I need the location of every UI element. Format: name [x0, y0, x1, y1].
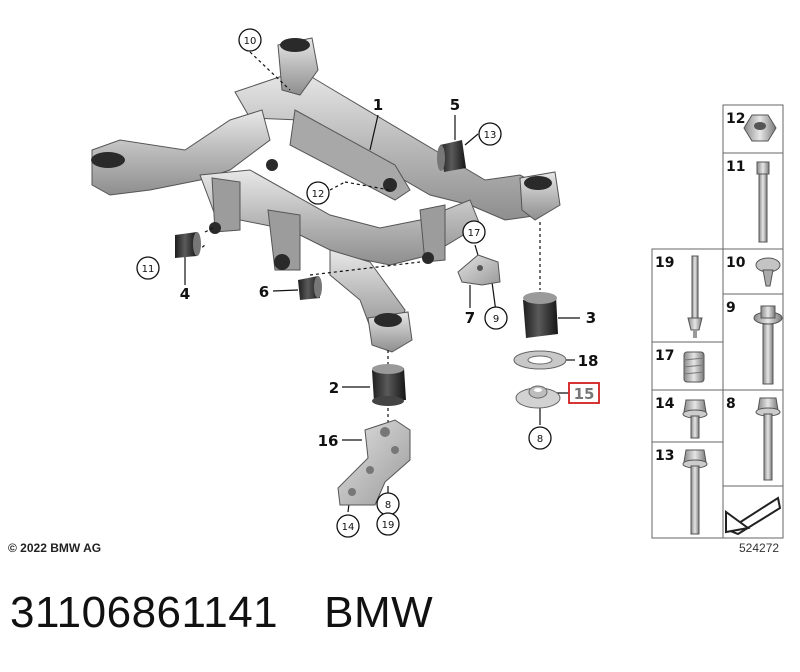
callout-4[interactable]: 4 — [180, 285, 190, 303]
callout-18[interactable]: 18 — [578, 352, 599, 370]
callout-13-label: 13 — [484, 130, 497, 141]
leader-lines — [184, 51, 580, 513]
bushing-5 — [437, 140, 466, 172]
stud-19-icon — [687, 255, 703, 338]
panel-label-9: 9 — [726, 300, 736, 316]
callout-9-label: 9 — [493, 314, 499, 325]
panel-label-8: 8 — [726, 396, 736, 412]
parts-diagram: 10 13 12 11 17 9 8 8 19 14 1 5 4 6 7 3 1… — [91, 28, 784, 539]
bolt-9-icon — [753, 305, 783, 385]
callout-19-label: 19 — [382, 520, 395, 531]
callout-15-label: 15 — [574, 385, 595, 403]
part-title: 31106861141 BMW — [10, 588, 479, 638]
callout-8-right[interactable]: 8 — [528, 426, 552, 450]
part-number: 31106861141 — [10, 588, 279, 637]
callout-8-lower[interactable]: 8 — [376, 492, 400, 516]
callout-10[interactable]: 10 — [238, 28, 262, 52]
callout-10-label: 10 — [244, 36, 257, 47]
callouts: 10 13 12 11 17 9 8 8 19 14 1 5 4 6 7 3 1… — [136, 28, 600, 538]
rubber-mount-2 — [372, 364, 406, 406]
bolt-8-icon — [755, 397, 781, 481]
bolt-14-icon — [682, 399, 708, 439]
callout-14[interactable]: 14 — [336, 514, 360, 538]
fastener-panel — [651, 104, 784, 539]
callout-11-label: 11 — [142, 264, 155, 275]
panel-label-17: 17 — [655, 348, 674, 364]
diagram-number: 524272 — [739, 541, 780, 555]
nut-12-icon — [743, 114, 777, 142]
callout-19[interactable]: 19 — [376, 512, 400, 536]
panel-label-10: 10 — [726, 255, 746, 271]
callout-8-right-label: 8 — [537, 434, 543, 445]
callout-17[interactable]: 17 — [462, 220, 486, 244]
callout-12[interactable]: 12 — [306, 181, 330, 205]
panel-label-13: 13 — [655, 448, 674, 464]
clip-10-icon — [755, 257, 781, 287]
callout-3[interactable]: 3 — [586, 309, 596, 327]
panel-label-12: 12 — [726, 111, 745, 127]
callout-7[interactable]: 7 — [465, 309, 475, 327]
copyright-notice: © 2022 BMW AG — [8, 541, 102, 555]
rubber-mount-3 — [523, 292, 558, 338]
callout-14-label: 14 — [342, 522, 355, 533]
callout-1[interactable]: 1 — [373, 96, 383, 114]
bracket-7 — [457, 254, 501, 286]
bolt-11-icon — [756, 161, 770, 243]
callout-16[interactable]: 16 — [318, 432, 339, 450]
sleeve-17-icon — [683, 351, 705, 383]
callout-8-lower-label: 8 — [385, 500, 391, 511]
rear-axle-subframe — [91, 37, 561, 353]
brand-name: BMW — [324, 588, 434, 637]
callout-2[interactable]: 2 — [329, 379, 339, 397]
washer-18 — [513, 350, 567, 370]
callout-17-label: 17 — [468, 228, 481, 239]
panel-label-19: 19 — [655, 255, 674, 271]
bushing-4 — [175, 232, 201, 258]
callout-15-highlighted[interactable]: 15 — [568, 382, 600, 404]
arrow-icon — [725, 496, 782, 536]
strut-16 — [337, 419, 411, 506]
panel-label-11: 11 — [726, 159, 745, 175]
callout-6[interactable]: 6 — [259, 283, 269, 301]
callout-9[interactable]: 9 — [484, 306, 508, 330]
callout-11[interactable]: 11 — [136, 256, 160, 280]
callout-5[interactable]: 5 — [450, 96, 460, 114]
bushing-6 — [298, 276, 322, 300]
plate-15 — [515, 385, 561, 409]
panel-label-14: 14 — [655, 396, 675, 412]
fastener-panel-labels: 12 11 19 10 9 17 14 8 13 — [655, 111, 746, 464]
bolt-13-icon — [682, 449, 708, 535]
callout-12-label: 12 — [312, 189, 325, 200]
callout-13[interactable]: 13 — [478, 122, 502, 146]
